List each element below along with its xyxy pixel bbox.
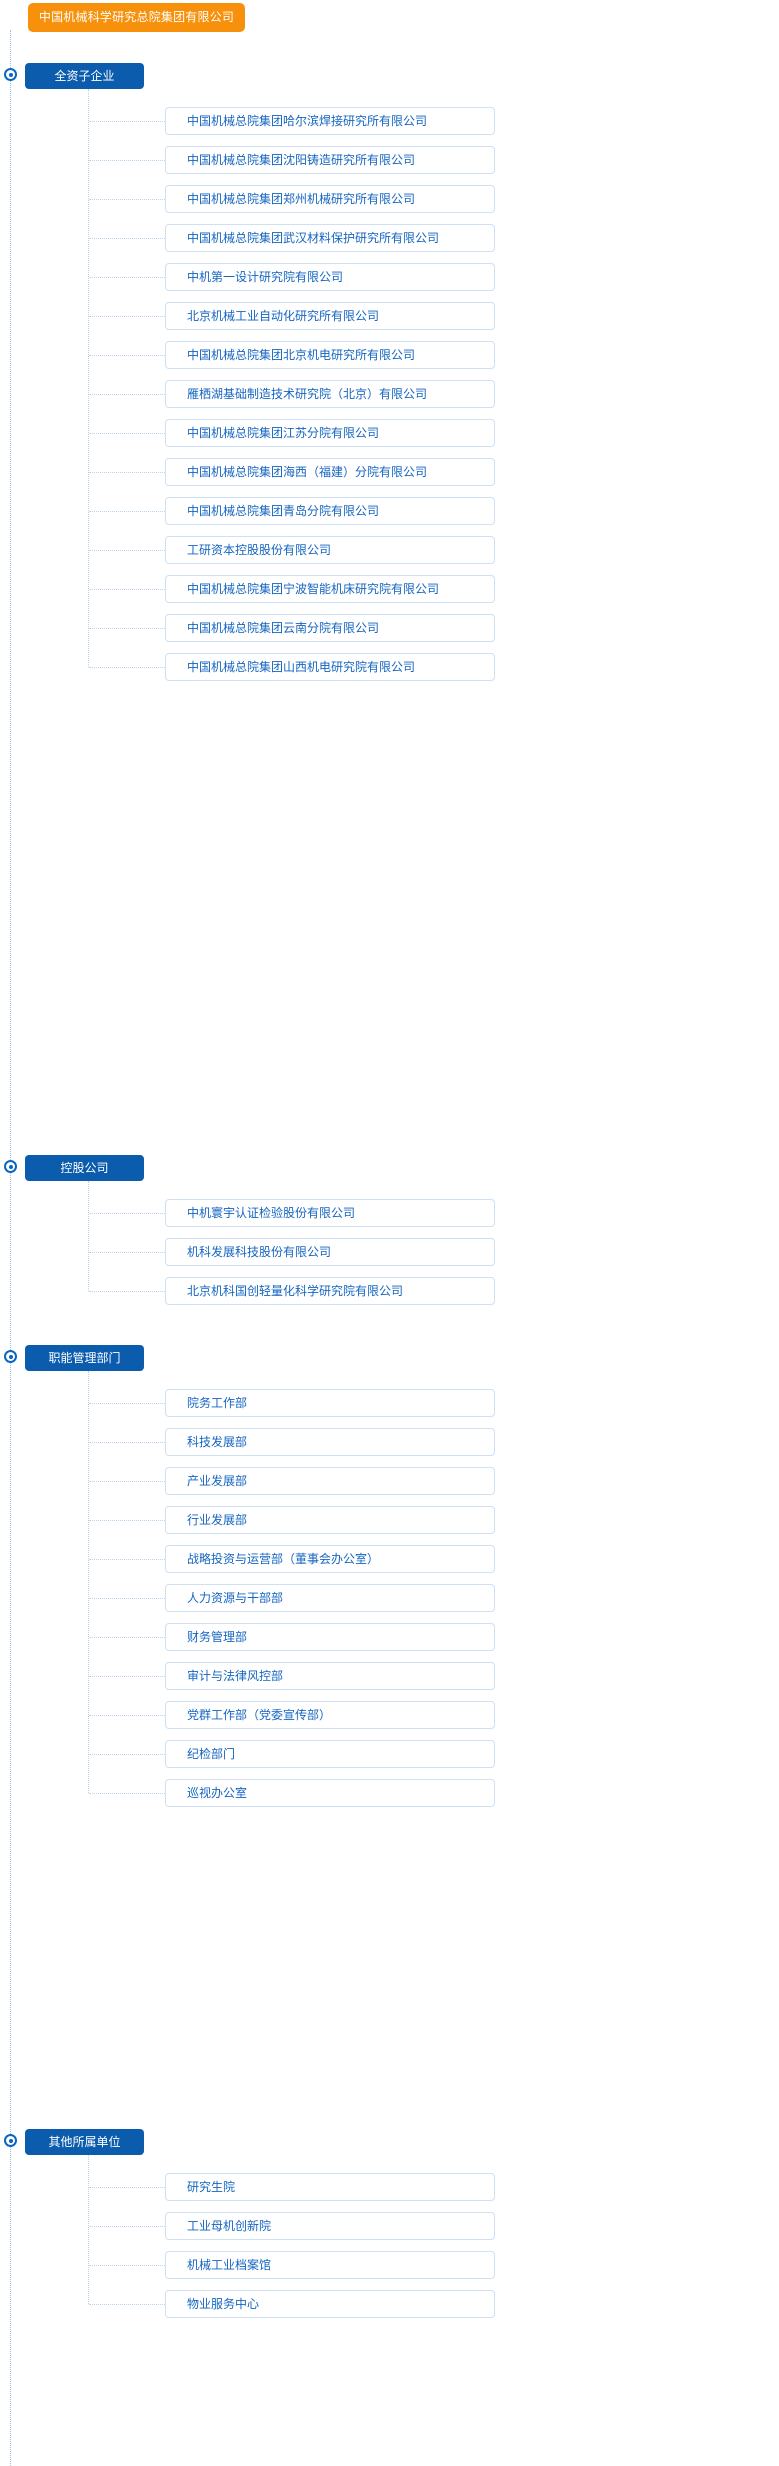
leaf-node[interactable]: 物业服务中心 [165, 2290, 495, 2318]
leaf-connector [89, 1793, 165, 1794]
leaf-connector [89, 1442, 165, 1443]
leaf-node[interactable]: 战略投资与运营部（董事会办公室） [165, 1545, 495, 1573]
leaf-node[interactable]: 北京机械工业自动化研究所有限公司 [165, 302, 495, 330]
root-node[interactable]: 中国机械科学研究总院集团有限公司 [28, 3, 245, 32]
leaf-connector [89, 2304, 165, 2305]
leaf-connector [89, 667, 165, 668]
leaf-node[interactable]: 北京机科国创轻量化科学研究院有限公司 [165, 1277, 495, 1305]
leaf-node[interactable]: 院务工作部 [165, 1389, 495, 1417]
leaf-connector [89, 1252, 165, 1253]
leaf-node[interactable]: 中机第一设计研究院有限公司 [165, 263, 495, 291]
leaf-node[interactable]: 巡视办公室 [165, 1779, 495, 1807]
spine-marker-2[interactable] [4, 1160, 17, 1173]
group-spine-line [88, 89, 89, 667]
group-spine-line [88, 1181, 89, 1291]
leaf-node[interactable]: 中国机械总院集团海西（福建）分院有限公司 [165, 458, 495, 486]
leaf-connector [89, 355, 165, 356]
leaf-connector [89, 316, 165, 317]
leaf-connector [89, 2265, 165, 2266]
leaf-connector [89, 589, 165, 590]
spine-marker-4[interactable] [4, 2134, 17, 2147]
leaf-connector [89, 1291, 165, 1292]
group-spine-line [88, 1371, 89, 1793]
main-spine-line [10, 30, 11, 2466]
leaf-node[interactable]: 研究生院 [165, 2173, 495, 2201]
leaf-connector [89, 1403, 165, 1404]
leaf-node[interactable]: 机械工业档案馆 [165, 2251, 495, 2279]
group-header[interactable]: 全资子企业 [25, 63, 144, 89]
leaf-connector [89, 1213, 165, 1214]
leaf-connector [89, 1715, 165, 1716]
group-header[interactable]: 其他所属单位 [25, 2129, 144, 2155]
group-header[interactable]: 职能管理部门 [25, 1345, 144, 1371]
leaf-connector [89, 472, 165, 473]
leaf-connector [89, 1559, 165, 1560]
leaf-node[interactable]: 中国机械总院集团哈尔滨焊接研究所有限公司 [165, 107, 495, 135]
group-spine-line [88, 2155, 89, 2304]
leaf-node[interactable]: 行业发展部 [165, 1506, 495, 1534]
leaf-node[interactable]: 中国机械总院集团山西机电研究院有限公司 [165, 653, 495, 681]
leaf-connector [89, 1754, 165, 1755]
leaf-node[interactable]: 中机寰宇认证检验股份有限公司 [165, 1199, 495, 1227]
leaf-connector [89, 277, 165, 278]
leaf-connector [89, 160, 165, 161]
leaf-connector [89, 121, 165, 122]
leaf-node[interactable]: 中国机械总院集团云南分院有限公司 [165, 614, 495, 642]
leaf-connector [89, 1598, 165, 1599]
leaf-connector [89, 1637, 165, 1638]
leaf-node[interactable]: 中国机械总院集团北京机电研究所有限公司 [165, 341, 495, 369]
leaf-connector [89, 2226, 165, 2227]
leaf-connector [89, 550, 165, 551]
leaf-node[interactable]: 纪检部门 [165, 1740, 495, 1768]
leaf-node[interactable]: 产业发展部 [165, 1467, 495, 1495]
leaf-node[interactable]: 中国机械总院集团郑州机械研究所有限公司 [165, 185, 495, 213]
spine-marker-3[interactable] [4, 1350, 17, 1363]
leaf-connector [89, 199, 165, 200]
leaf-node[interactable]: 机科发展科技股份有限公司 [165, 1238, 495, 1266]
leaf-node[interactable]: 人力资源与干部部 [165, 1584, 495, 1612]
leaf-node[interactable]: 中国机械总院集团沈阳铸造研究所有限公司 [165, 146, 495, 174]
leaf-node[interactable]: 科技发展部 [165, 1428, 495, 1456]
leaf-connector [89, 628, 165, 629]
leaf-node[interactable]: 工研资本控股股份有限公司 [165, 536, 495, 564]
leaf-connector [89, 1520, 165, 1521]
leaf-connector [89, 1481, 165, 1482]
leaf-node[interactable]: 中国机械总院集团青岛分院有限公司 [165, 497, 495, 525]
leaf-connector [89, 2187, 165, 2188]
leaf-connector [89, 238, 165, 239]
leaf-connector [89, 433, 165, 434]
leaf-node[interactable]: 工业母机创新院 [165, 2212, 495, 2240]
leaf-node[interactable]: 雁栖湖基础制造技术研究院（北京）有限公司 [165, 380, 495, 408]
leaf-connector [89, 1676, 165, 1677]
leaf-connector [89, 394, 165, 395]
leaf-node[interactable]: 中国机械总院集团武汉材料保护研究所有限公司 [165, 224, 495, 252]
leaf-node[interactable]: 中国机械总院集团江苏分院有限公司 [165, 419, 495, 447]
group-header[interactable]: 控股公司 [25, 1155, 144, 1181]
leaf-node[interactable]: 财务管理部 [165, 1623, 495, 1651]
leaf-node[interactable]: 党群工作部（党委宣传部） [165, 1701, 495, 1729]
leaf-connector [89, 511, 165, 512]
spine-marker-1[interactable] [4, 68, 17, 81]
leaf-node[interactable]: 中国机械总院集团宁波智能机床研究院有限公司 [165, 575, 495, 603]
leaf-node[interactable]: 审计与法律风控部 [165, 1662, 495, 1690]
